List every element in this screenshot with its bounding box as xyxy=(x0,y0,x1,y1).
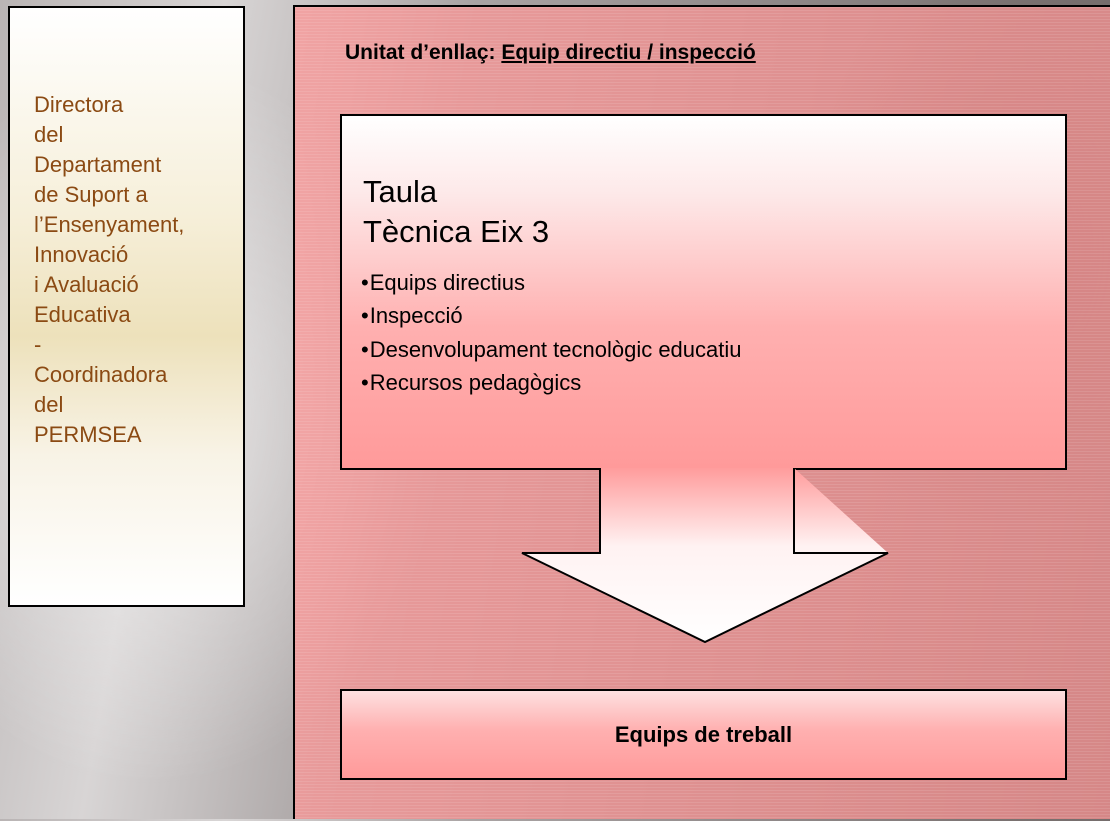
table-tecnica-box: Taula Tècnica Eix 3 •Equips directius •I… xyxy=(340,114,1067,470)
table-title-line1: Taula xyxy=(363,174,438,209)
table-item-list: •Equips directius •Inspecció •Desenvolup… xyxy=(361,266,742,399)
director-role-text: Directora del Departament de Suport a l’… xyxy=(34,92,185,447)
bullet-icon: • xyxy=(361,303,369,329)
bullet-icon: • xyxy=(361,336,369,362)
table-title-line2: Tècnica Eix 3 xyxy=(363,214,550,249)
work-label: Equips de treball xyxy=(614,721,793,747)
list-item-label: Desenvolupament tecnològic educatiu xyxy=(369,336,742,362)
list-item: •Equips directius xyxy=(361,266,742,299)
equips-de-treball-box: Equips de treball xyxy=(340,689,1067,780)
list-item-label: Recursos pedagògics xyxy=(369,369,582,395)
list-item: •Desenvolupament tecnològic educatiu xyxy=(361,333,742,366)
down-arrow-icon xyxy=(521,468,889,644)
table-title: Taula Tècnica Eix 3 xyxy=(363,172,549,252)
unit-name: Equip directiu / inspecció xyxy=(501,41,756,64)
left-info-box: Directora del Departament de Suport a l’… xyxy=(8,6,245,607)
list-item-label: Inspecció xyxy=(369,303,463,329)
list-item: •Recursos pedagògics xyxy=(361,366,742,399)
list-item-label: Equips directius xyxy=(369,270,526,295)
main-panel: Unitat d’enllaç: Equip directiu / inspec… xyxy=(293,5,1110,819)
bullet-icon: • xyxy=(361,270,369,295)
unit-title: Unitat d’enllaç: Equip directiu / inspec… xyxy=(345,41,756,65)
bullet-icon: • xyxy=(361,369,369,395)
unit-prefix: Unitat d’enllaç: xyxy=(345,41,502,64)
list-item: •Inspecció xyxy=(361,299,742,332)
